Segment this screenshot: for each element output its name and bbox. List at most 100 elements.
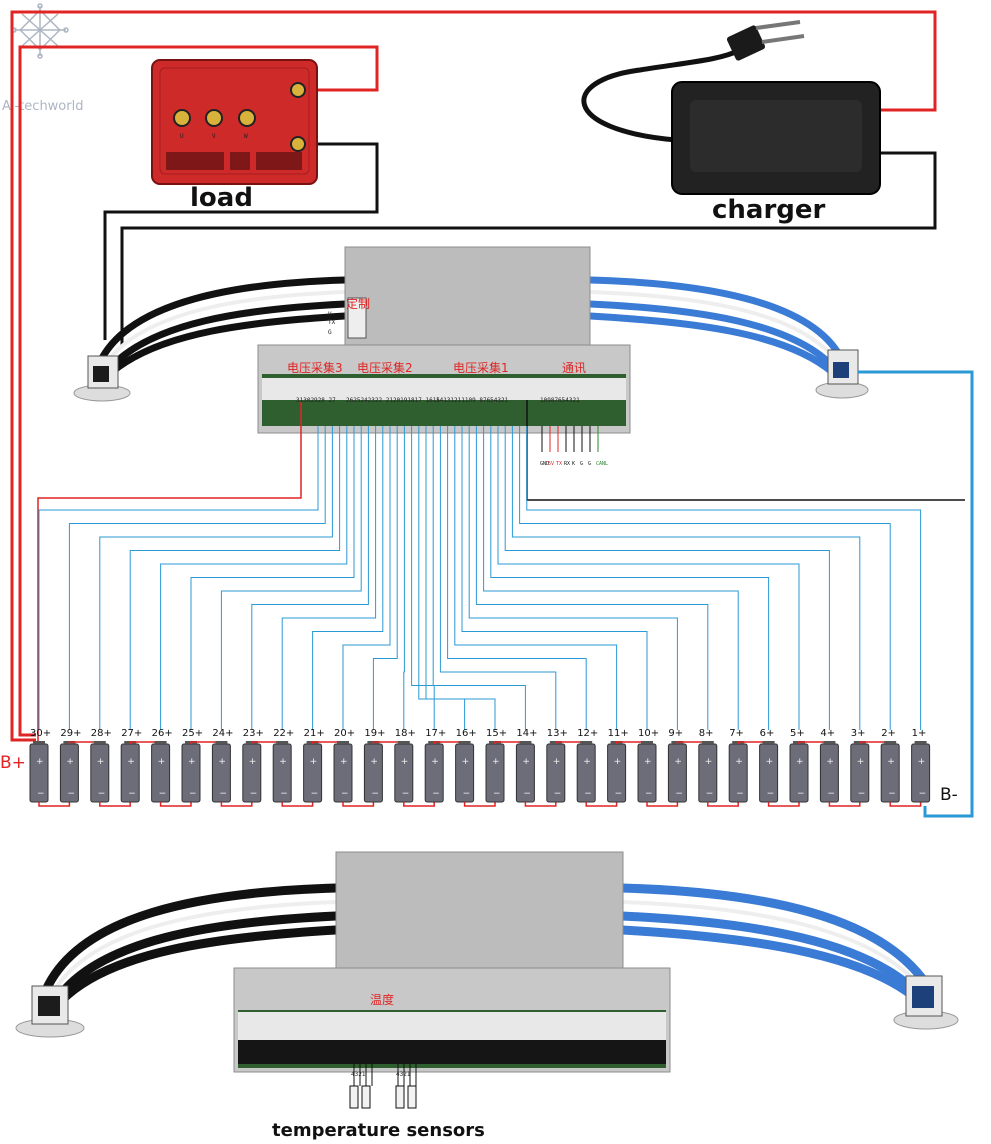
series-link	[159, 802, 192, 807]
battery-cell: +−1+	[911, 728, 931, 803]
comm-tx: TX	[556, 461, 562, 467]
cell-minus-sign: −	[67, 789, 75, 799]
section-voltage-3: 电压采集3	[287, 360, 343, 375]
cell-label: 3+	[851, 728, 866, 739]
cell-plus-sign: +	[553, 757, 561, 767]
cell-minus-sign: −	[402, 789, 410, 799]
cell-minus-sign: −	[37, 789, 45, 799]
bms-bottom-black-cables	[41, 883, 341, 1005]
cell-plus-sign: +	[522, 757, 530, 767]
cell-label: 11+	[608, 728, 629, 739]
cell-minus-sign: −	[280, 789, 288, 799]
battery-cell: +−4+	[819, 728, 839, 803]
cell-minus-sign: −	[615, 789, 623, 799]
cell-minus-sign: −	[159, 789, 167, 799]
cell-plus-sign: +	[735, 757, 743, 767]
battery-cell: +−10+	[637, 728, 659, 803]
plug-icon	[726, 20, 805, 61]
series-link	[707, 802, 739, 807]
terminal-w-label: W	[244, 133, 248, 140]
top-wiring	[10, 10, 937, 742]
series-link	[403, 802, 435, 807]
battery-cell: +−8+	[698, 728, 718, 803]
battery-cell: +−2+	[880, 728, 900, 803]
cell-plus-sign: +	[492, 757, 500, 767]
balance-wire	[461, 426, 648, 730]
battery-cell: +−7+	[728, 728, 748, 803]
cell-label: 28+	[91, 728, 112, 739]
ring-terminal-positive-icon	[815, 349, 869, 399]
cell-minus-sign: −	[675, 789, 683, 799]
comm-5v: 5V	[548, 461, 554, 467]
b-positive-label: B+	[0, 753, 26, 773]
cell-label: 14+	[516, 728, 537, 739]
bms-top-black-cables	[96, 276, 349, 376]
cell-plus-sign: +	[249, 757, 257, 767]
comm-gnd: GND	[540, 461, 549, 467]
cell-minus-sign: −	[219, 789, 227, 799]
bms-bottom-blue-cables	[617, 883, 935, 1005]
cell-minus-sign: −	[311, 789, 319, 799]
cell-plus-sign: +	[462, 757, 470, 767]
bms-top: 定制 V- TX G 电压采集3 电压采集2 电压采集1 通讯 31302928…	[73, 246, 869, 467]
cell-label: 17+	[425, 728, 446, 739]
comm-g1: G	[580, 461, 583, 467]
load-label: load	[190, 183, 253, 213]
cell-label: 24+	[212, 728, 233, 739]
battery-cell: + − 3+	[850, 728, 870, 803]
balance-wire	[439, 426, 557, 730]
comm-rx: RX	[564, 461, 570, 467]
section-temperature: 温度	[370, 992, 394, 1007]
bms-top-blue-cables	[586, 276, 847, 376]
cell-minus-sign: −	[128, 789, 136, 799]
cell-minus-sign: −	[858, 789, 866, 799]
series-link	[585, 802, 618, 807]
cell-plus-sign: +	[127, 757, 135, 767]
balance-wire	[312, 426, 384, 730]
load-terminals: U V W	[173, 82, 306, 152]
cell-plus-sign: +	[279, 757, 287, 767]
ring-terminal-negative-icon	[73, 355, 131, 402]
series-link	[463, 802, 496, 807]
balance-wire	[497, 426, 800, 730]
cell-plus-sign: +	[674, 757, 682, 767]
load-negative-wire	[103, 142, 379, 340]
cell-plus-sign: +	[340, 757, 348, 767]
balance-wire	[251, 426, 369, 730]
battery-cell: +−29+	[59, 728, 82, 803]
pins-voltage-1: 14131211109 87654321	[436, 397, 509, 404]
battery-cell: +−17+	[424, 728, 446, 803]
side-pin-g: G	[328, 329, 332, 336]
watermark-logo: Ai-techworld	[2, 3, 83, 114]
cell-minus-sign: −	[706, 789, 714, 799]
cell-plus-sign: +	[401, 757, 409, 767]
load-controller: U V W load	[151, 59, 318, 213]
battery-cell: +−27+	[120, 728, 142, 803]
cell-plus-sign: +	[857, 757, 865, 767]
charger-cord	[581, 47, 742, 143]
series-link	[889, 802, 922, 807]
battery-cell: + − 14+	[515, 728, 538, 803]
load-connectors	[166, 152, 302, 170]
comm-wires	[541, 426, 599, 452]
battery-cell: +−26+	[151, 728, 173, 803]
cell-plus-sign: +	[310, 757, 318, 767]
balance-wire	[468, 426, 678, 730]
side-pin-tx: TX	[328, 319, 336, 326]
cell-label: 5+	[790, 728, 805, 739]
ring-terminal-bottom-left-icon	[15, 985, 85, 1038]
cell-plus-sign: +	[796, 757, 804, 767]
cell-label: 20+	[334, 728, 355, 739]
cell-minus-sign: −	[523, 789, 531, 799]
cell-plus-sign: +	[66, 757, 74, 767]
temperature-sensors-label: temperature sensors	[272, 1120, 485, 1141]
comm-canl: CANL	[596, 461, 608, 467]
battery-cell: +−12+	[576, 728, 598, 803]
balance-wire	[220, 426, 362, 730]
series-link	[220, 802, 253, 807]
series-link	[38, 802, 71, 807]
temperature-sensor-wires	[353, 1064, 417, 1086]
series-link	[828, 802, 861, 807]
series-link	[767, 802, 800, 807]
